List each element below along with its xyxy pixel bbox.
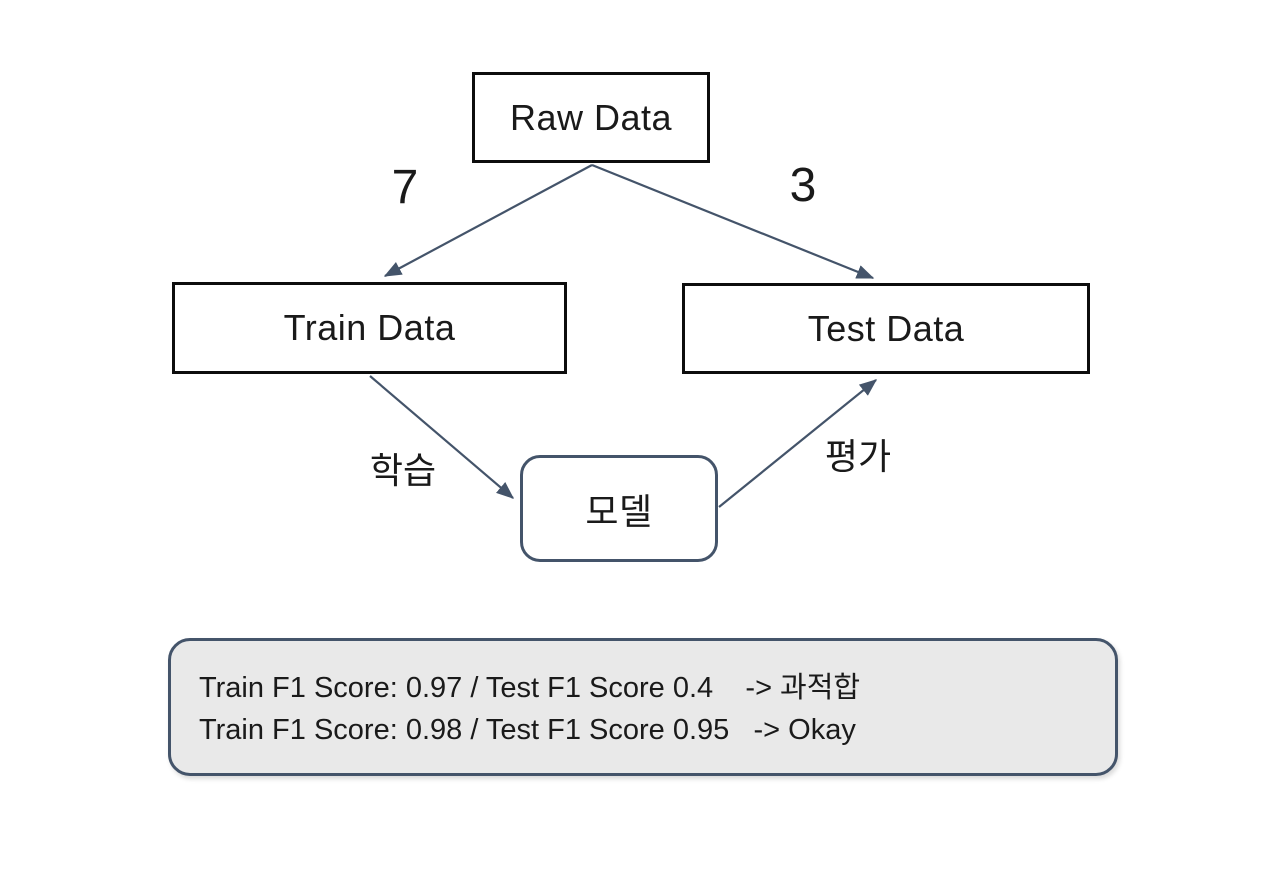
result-line-okay: Train F1 Score: 0.98 / Test F1 Score 0.9…: [199, 714, 856, 746]
edge-label-evaluation: 평가: [824, 436, 892, 477]
node-raw-data-label: Raw Data: [509, 96, 673, 138]
edge-label-training: 학습: [369, 450, 437, 491]
node-model: 모델: [520, 455, 718, 562]
edge-label-train-ratio: 7: [391, 161, 419, 214]
node-model-label: 모델: [585, 490, 653, 532]
edge-raw-to-test: [591, 163, 875, 280]
node-train-data-label: Train Data: [283, 307, 456, 348]
result-line-overfit: Train F1 Score: 0.97 / Test F1 Score 0.4…: [199, 672, 861, 704]
node-train-data: Train Data: [172, 282, 567, 374]
node-test-data: Test Data: [682, 283, 1090, 374]
edge-model-to-test: [718, 379, 878, 508]
edge-train-to-model: [369, 375, 515, 499]
node-raw-data: Raw Data: [472, 72, 710, 163]
edge-raw-to-train: [383, 164, 593, 277]
node-test-data-label: Test Data: [807, 307, 965, 349]
result-note-box: Train F1 Score: 0.97 / Test F1 Score 0.4…: [168, 638, 1118, 776]
edge-label-test-ratio: 3: [789, 159, 817, 212]
